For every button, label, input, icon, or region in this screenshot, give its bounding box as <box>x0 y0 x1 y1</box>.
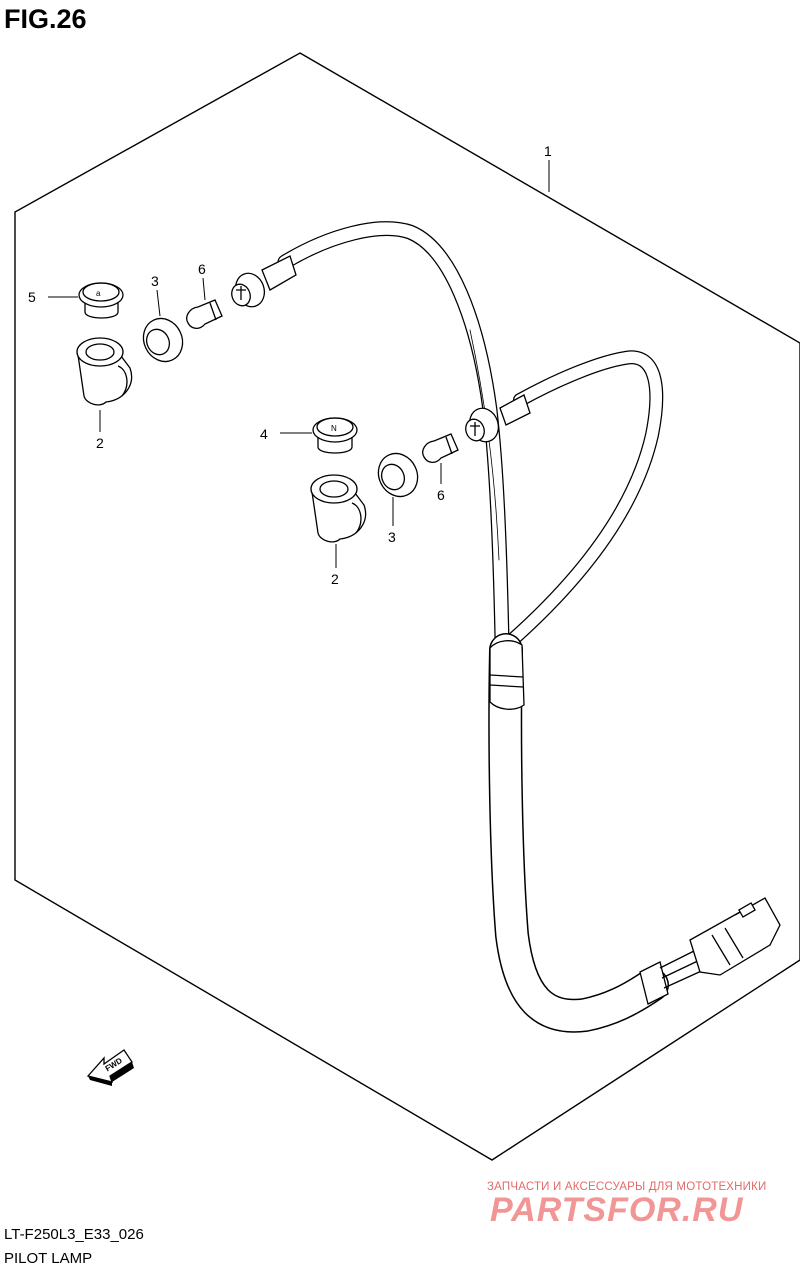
grommet-lower <box>377 452 419 498</box>
callout-labels: 1 5 3 6 2 4 6 3 2 <box>28 143 552 587</box>
wire-harness <box>277 221 669 1033</box>
diagram-code: LT-F250L3_E33_026 <box>4 1226 144 1243</box>
callout-4: 4 <box>260 426 268 442</box>
svg-text:a: a <box>96 289 101 298</box>
callout-6-lower: 6 <box>437 487 445 503</box>
callout-2-upper: 2 <box>96 435 104 451</box>
lamp-cap-upper: a <box>78 282 124 319</box>
callout-2-lower: 2 <box>331 571 339 587</box>
callout-3-lower: 3 <box>388 529 396 545</box>
diagram-name: PILOT LAMP <box>4 1250 93 1267</box>
callout-3-upper: 3 <box>151 273 159 289</box>
fwd-arrow-icon: FWD <box>86 1049 134 1086</box>
lamp-cap-lower: N <box>312 417 358 454</box>
callout-1: 1 <box>544 143 552 159</box>
lamp-housing-upper <box>76 337 133 406</box>
leader-lines <box>48 160 550 568</box>
figure-title: FIG.26 <box>4 4 87 34</box>
watermark-logo: PARTSFOR.RU <box>490 1191 744 1229</box>
svg-text:N: N <box>331 424 337 433</box>
harness-connector <box>639 897 781 1005</box>
callout-6-upper: 6 <box>198 261 206 277</box>
bulb-upper <box>186 299 223 330</box>
callout-5: 5 <box>28 289 36 305</box>
lamp-housing-lower <box>310 474 367 543</box>
bulb-lower <box>422 433 459 464</box>
bulb-socket-lower <box>465 394 531 443</box>
bulb-socket-upper <box>231 255 297 308</box>
grommet-upper <box>142 317 184 363</box>
diagram-boundary <box>14 52 800 1161</box>
watermark-tagline: ЗАПЧАСТИ И АКСЕССУАРЫ ДЛЯ МОТОТЕХНИКИ <box>487 1181 767 1193</box>
tape-band <box>489 640 525 710</box>
